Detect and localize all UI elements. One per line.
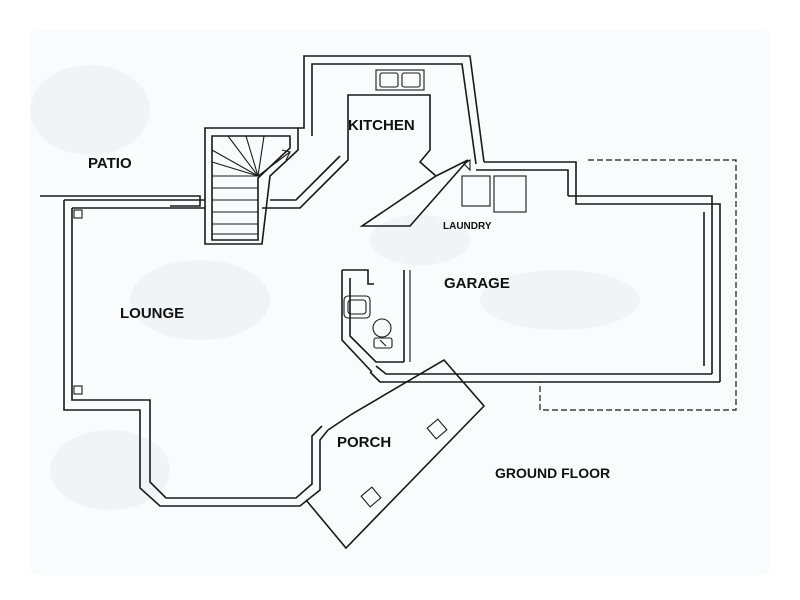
garage-walls bbox=[341, 161, 721, 383]
porch-label: PORCH bbox=[337, 434, 391, 451]
porch-walls bbox=[305, 358, 486, 550]
floor-title: GROUND FLOOR bbox=[495, 465, 610, 481]
carport-outline bbox=[539, 159, 737, 411]
lounge-walls bbox=[63, 199, 329, 507]
scan-background bbox=[30, 30, 770, 575]
patio-label: PATIO bbox=[88, 155, 132, 172]
patio-boundary bbox=[40, 195, 201, 207]
kitchen-walls bbox=[262, 55, 485, 227]
staircase bbox=[204, 127, 299, 245]
garage-label: GARAGE bbox=[444, 275, 510, 292]
laundry-label: LAUNDRY bbox=[443, 221, 492, 232]
kitchen-label: KITCHEN bbox=[348, 117, 415, 134]
lounge-label: LOUNGE bbox=[120, 305, 184, 322]
